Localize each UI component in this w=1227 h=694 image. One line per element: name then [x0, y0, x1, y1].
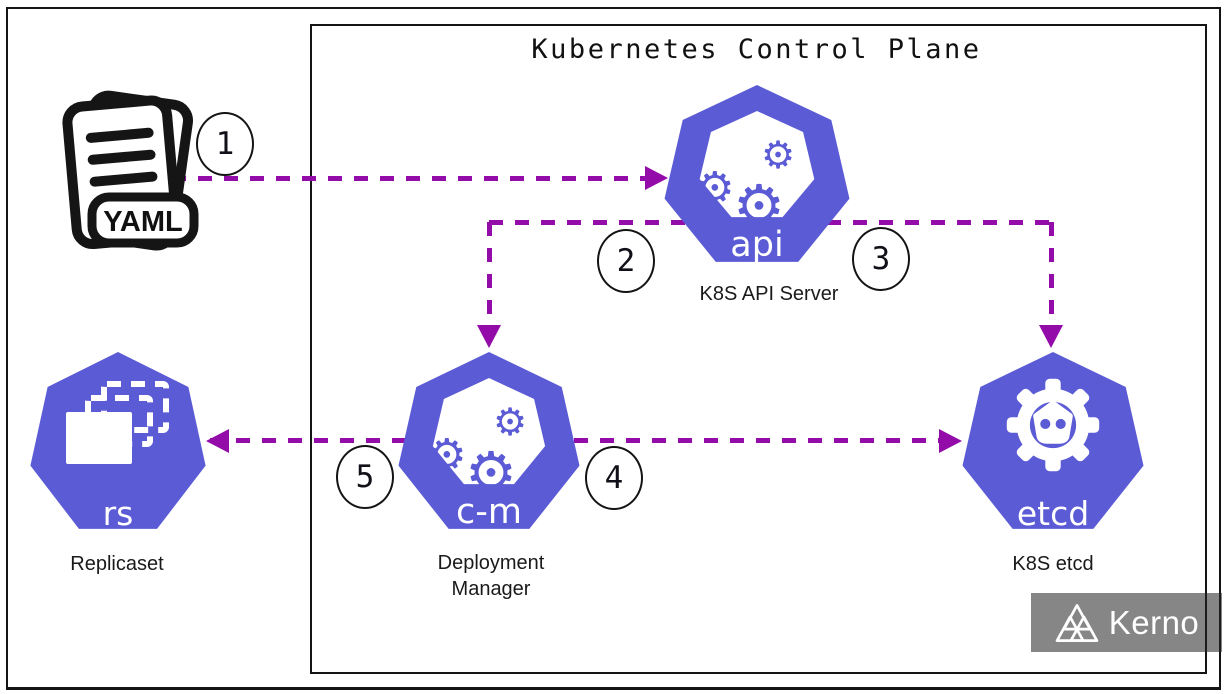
arrow-3-vertical: [1049, 222, 1054, 325]
arrow-1-line: [172, 176, 645, 181]
controller-manager-label-line1: Deployment: [437, 552, 545, 574]
arrow-2-vertical: [487, 222, 492, 325]
gear-icon: ⚙: [695, 163, 735, 214]
controller-manager-icon: ⚙ ⚙ ⚙ c-m: [396, 352, 582, 538]
replicaset-label: Replicaset: [70, 553, 164, 575]
arrow-4-head-icon: [939, 429, 962, 453]
diagram-title: Kubernetes Control Plane: [531, 34, 982, 65]
arrow-5-head-icon: [206, 429, 229, 453]
arrow-1-head-icon: [645, 166, 668, 190]
step-circle-5: 5: [336, 445, 394, 509]
control-plane-box: [310, 24, 1207, 674]
step-circle-2: 2: [597, 229, 655, 293]
api-icon-label: api: [730, 225, 784, 265]
etcd-icon: etcd: [960, 352, 1146, 538]
api-heptagon-inner: [699, 111, 815, 218]
kerno-triangles-icon: [1055, 603, 1098, 642]
controller-manager-label-line2: Manager: [451, 578, 531, 600]
controller-manager-label: Deployment Manager: [391, 550, 591, 602]
arrow-2-head-icon: [477, 325, 501, 348]
step-circle-3: 3: [852, 227, 910, 291]
gear-icon: ⚙: [733, 172, 785, 240]
rs-icon-label: rs: [102, 494, 134, 533]
yaml-file-icon: YAML: [62, 90, 199, 251]
kerno-brand-badge: Kerno: [1031, 593, 1222, 652]
yaml-badge-label: YAML: [103, 206, 183, 238]
arrow-4-5-line: [210, 438, 958, 443]
arrow-3-head-icon: [1039, 325, 1063, 348]
replica-stack-icon: [66, 381, 169, 464]
etcd-label: K8S etcd: [1012, 553, 1094, 575]
replicaset-icon: rs: [28, 352, 208, 538]
outer-frame: [6, 7, 1221, 690]
etcd-icon-label: etcd: [1016, 494, 1090, 533]
step-circle-4: 4: [585, 446, 643, 510]
kerno-logo-text: Kerno: [1108, 603, 1200, 641]
api-server-label: K8S API Server: [699, 283, 839, 305]
gear-icon: ⚙: [761, 133, 796, 177]
gear-icon: ⚙: [465, 439, 517, 507]
step-circle-1: 1: [196, 112, 254, 176]
gear-icon: ⚙: [427, 430, 467, 481]
etcd-gear-face-icon: [1006, 378, 1100, 472]
gear-icon: ⚙: [493, 400, 528, 444]
api-server-icon: ⚙ ⚙ ⚙ api: [662, 85, 852, 271]
cm-icon-label: c-m: [456, 492, 522, 532]
cm-heptagon-inner: [432, 378, 546, 485]
